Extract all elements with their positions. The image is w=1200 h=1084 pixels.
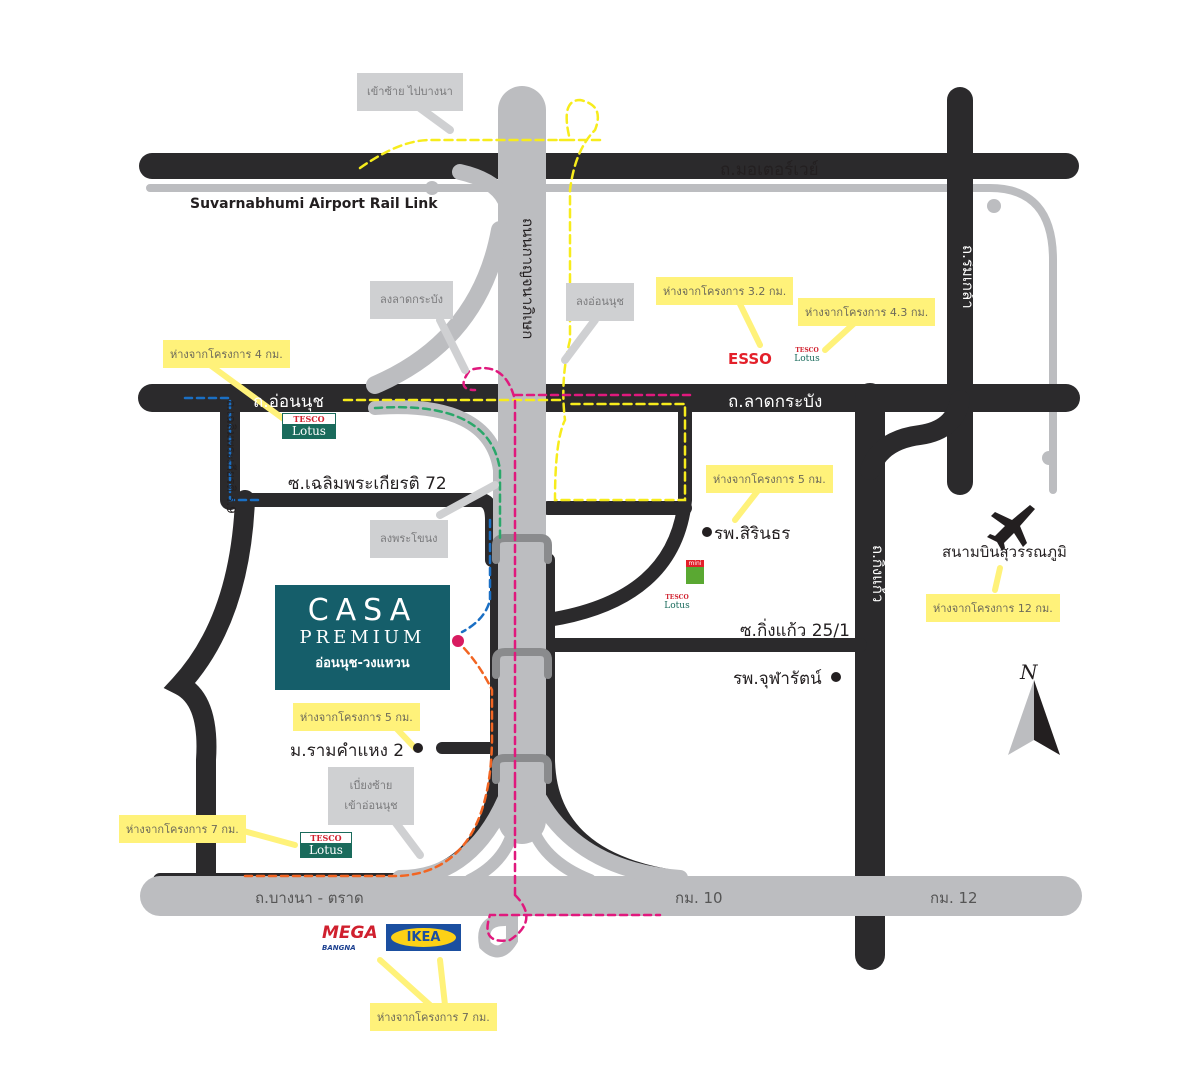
direction-callout: ลงอ่อนนุช [566, 283, 634, 321]
ramp-sw [392, 792, 513, 886]
bridge [492, 754, 552, 784]
connector-road [860, 390, 970, 480]
direction-callout: ลงลาดกระบัง [370, 281, 454, 319]
magenta-route [462, 366, 692, 942]
rail-station-dot [425, 181, 439, 195]
distance-callout: ห่างจากโครงการ 5 กม. [293, 703, 420, 731]
project-location-marker [452, 635, 464, 647]
road-label-bangna: ถ.บางนา - ตราด [255, 889, 364, 907]
place-dot [413, 743, 423, 753]
mini-bigc-logo: mini [686, 560, 704, 584]
road-label-kingkaew: ถ.กิ่งแก้ว [869, 545, 887, 603]
bridge [492, 648, 552, 679]
place-sirindhorn: รพ.สิรินธร [714, 524, 791, 544]
rail-link-label: Suvarnabhumi Airport Rail Link [190, 196, 438, 212]
north-arrow-icon [1008, 680, 1060, 755]
road-label-soi72: ซ.เฉลิมพระเกียรติ 72 [288, 474, 447, 494]
chaloem-r9-road [163, 490, 255, 890]
road-label-soi-kingkaew: ซ.กิ่งแก้ว 25/1 [740, 621, 850, 641]
ramp-nw [366, 221, 509, 394]
ramp-se [532, 792, 688, 886]
loop-ramp [478, 894, 518, 958]
distance-callout: ห่างจากโครงการ 12 กม. [926, 594, 1060, 622]
km12-label: กม. 12 [930, 889, 978, 907]
distance-callout: ห่างจากโครงการ 7 กม. [119, 815, 246, 843]
place-airport: สนามบินสุวรรณภูมิ [942, 543, 1067, 561]
distance-callout: ห่างจากโครงการ 7 กม. [370, 1003, 497, 1031]
rail-station-dot [987, 199, 1001, 213]
ikea-logo: IKEA [386, 924, 461, 951]
road-label-kanchanaphisek: ถนนกาญจนาภิเษก [519, 218, 537, 340]
ramp-s2 [524, 814, 596, 886]
orange-route [243, 644, 494, 878]
place-dot [831, 672, 841, 682]
km10-label: กม. 10 [675, 889, 723, 907]
distance-callout: ห่างจากโครงการ 3.2 กม. [656, 277, 794, 305]
green-route [373, 406, 502, 542]
distance-callout: ห่างจากโครงการ 4 กม. [163, 340, 290, 368]
rail-station-dot [1042, 451, 1056, 465]
yellow-route [338, 98, 687, 502]
bridge [492, 534, 552, 564]
place-ramkhamhaeng: ม.รามคำแหง 2 [290, 741, 405, 761]
compass-label: N [1020, 660, 1038, 684]
ramp-s1 [464, 814, 521, 886]
soi72-road [238, 493, 499, 567]
place-dot [702, 527, 712, 537]
road-label-motorway: ถ.มอเตอร์เวย์ [720, 160, 819, 180]
rail-link-line [146, 184, 1057, 494]
road-label-romklao: ถ.ร่มเกล้า [959, 245, 977, 309]
direction-callout: ลงพระโขนง [370, 520, 448, 558]
distance-callout: ห่างจากโครงการ 5 กม. [706, 465, 833, 493]
esso-logo: ESSO [728, 350, 772, 368]
blue-route [183, 396, 492, 634]
airplane-icon [987, 505, 1035, 551]
distance-callout: ห่างจากโครงการ 4.3 กม. [798, 298, 936, 326]
direction-callout: เข้าซ้าย ไปบางนา [357, 73, 463, 111]
road-label-onnut: ถ.อ่อนนุช [253, 392, 324, 412]
road-label-chaloem-r9: ถ.เฉลิมพระเกียรติ ร.9 [224, 400, 238, 514]
project-logo: CASA PREMIUM อ่อนนุช-วงแหวน [275, 585, 450, 690]
direction-callout: เบี่ยงซ้ายเข้าอ่อนนุช [328, 767, 414, 825]
road-label-latkrabang: ถ.ลาดกระบัง [728, 392, 823, 412]
place-chularat: รพ.จุฬารัตน์ [733, 669, 822, 689]
ramp-top [452, 164, 513, 208]
